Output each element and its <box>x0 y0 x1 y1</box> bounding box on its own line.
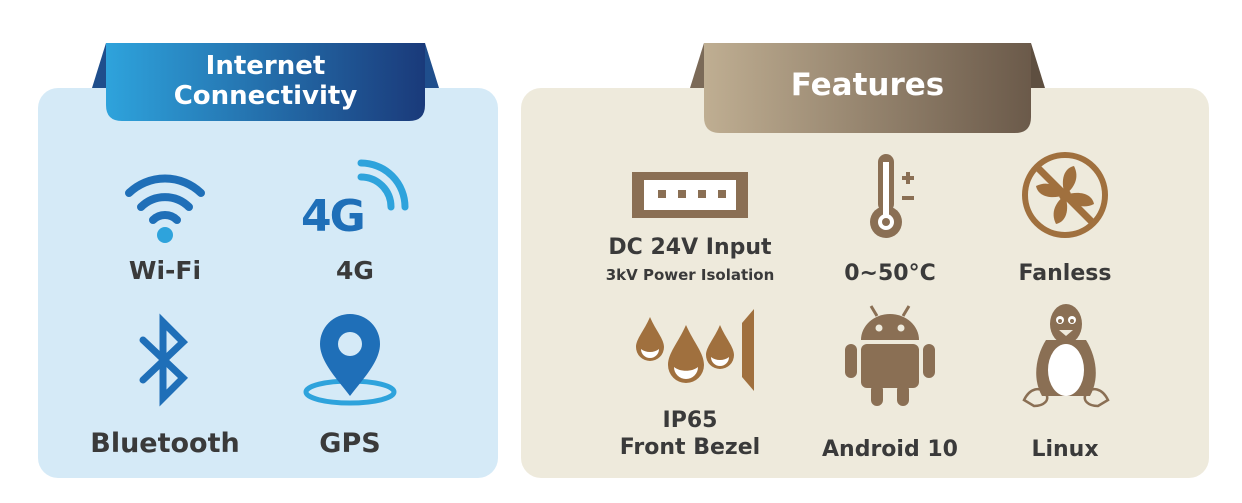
temperature-label: 0~50°C <box>844 261 936 286</box>
4g-signal-icon: 4G <box>299 155 419 245</box>
power-connector-icon <box>632 172 748 218</box>
ip65-label-line1: IP65 <box>662 408 718 433</box>
dc-input-sublabel: 3kV Power Isolation <box>605 266 775 284</box>
bluetooth-item: Bluetooth <box>85 310 245 460</box>
temperature-item: 0~50°C <box>820 150 960 290</box>
connectivity-panel <box>38 88 498 478</box>
signal-waves <box>357 159 409 211</box>
wifi-icon <box>125 174 205 243</box>
4g-icon-text: 4G <box>301 191 366 242</box>
connectivity-title-line1: Internet <box>205 51 326 81</box>
features-ribbon: Features <box>690 43 1045 133</box>
gps-label: GPS <box>319 428 381 459</box>
no-fan-icon <box>1022 152 1108 238</box>
wifi-label: Wi-Fi <box>128 256 202 285</box>
ribbon-shape <box>690 43 1045 133</box>
gps-item: GPS <box>290 310 410 460</box>
linux-item: Linux <box>1000 300 1130 465</box>
bluetooth-icon <box>139 313 189 407</box>
ip65-item: IP65 Front Bezel <box>610 305 770 465</box>
features-title: Features <box>790 67 945 103</box>
4g-label: 4G <box>336 256 374 285</box>
gps-pin-icon <box>303 314 397 406</box>
wifi-item: Wi-Fi <box>95 160 235 290</box>
dc-input-item: DC 24V Input 3kV Power Isolation <box>600 160 780 290</box>
android-label: Android 10 <box>822 437 958 462</box>
connectivity-ribbon: Internet Connectivity <box>92 43 439 121</box>
water-drops-icon <box>636 309 754 391</box>
android-icon <box>845 305 935 406</box>
ip65-label-line2: Front Bezel <box>619 435 761 460</box>
linux-label: Linux <box>1031 437 1099 462</box>
android-item: Android 10 <box>815 300 965 465</box>
fanless-item: Fanless <box>995 150 1135 290</box>
features-panel <box>521 88 1209 478</box>
thermometer-icon <box>870 154 914 238</box>
fanless-label: Fanless <box>1018 261 1112 286</box>
linux-penguin-icon <box>1022 304 1110 408</box>
bluetooth-label: Bluetooth <box>90 428 240 459</box>
4g-item: 4G 4G <box>285 150 425 290</box>
ribbon-shape <box>92 43 439 121</box>
dc-input-label: DC 24V Input <box>608 235 772 260</box>
connectivity-title-line2: Connectivity <box>173 81 358 111</box>
